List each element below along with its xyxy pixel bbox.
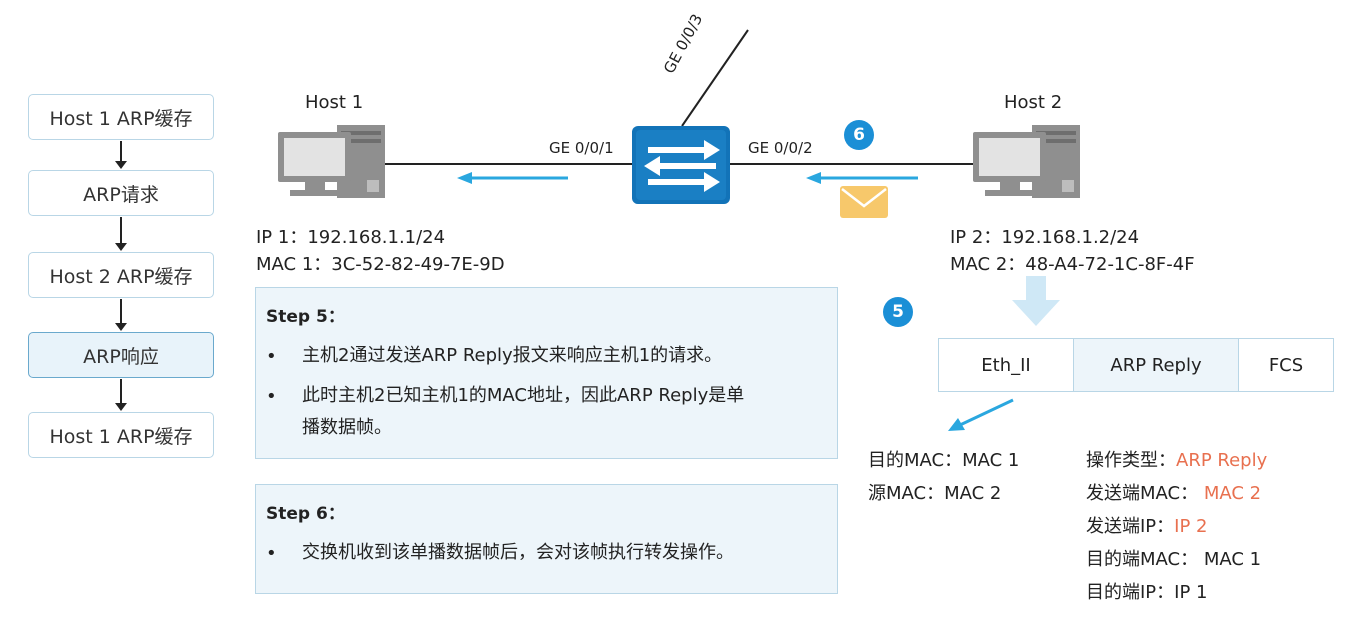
left-arrow-icon <box>806 172 918 184</box>
step5-bullet-2-cont: 播数据帧。 <box>302 417 392 438</box>
frame-arp-reply: ARP Reply <box>1073 338 1239 392</box>
flow-step-arp-reply: ARP响应 <box>28 332 214 378</box>
host2-ip: IP 2：192.168.1.2/24 <box>950 227 1140 248</box>
bullet-icon: • <box>266 346 277 367</box>
arp-op-label: 操作类型： <box>1086 450 1176 471</box>
flow-step-arp-request: ARP请求 <box>28 170 214 216</box>
diagonal-arrow-icon <box>948 398 1014 431</box>
arp-sip-value: IP 2 <box>1174 516 1208 537</box>
eth-src-mac: 源MAC：MAC 2 <box>868 483 1002 504</box>
host2-computer-icon <box>973 125 1080 198</box>
port-ge002: GE 0/0/2 <box>748 139 813 157</box>
host1-ip: IP 1：192.168.1.1/24 <box>256 227 446 248</box>
arp-op-value: ARP Reply <box>1176 450 1268 471</box>
bullet-icon: • <box>266 543 277 564</box>
host1-computer-icon <box>278 125 385 198</box>
step6-box: Step 6： • 交换机收到该单播数据帧后，会对该帧执行转发操作。 <box>255 484 838 594</box>
frame-fcs: FCS <box>1238 338 1334 392</box>
flow-arrow <box>115 379 127 411</box>
left-arrow-icon <box>457 172 568 184</box>
step5-bullet-2: 此时主机2已知主机1的MAC地址，因此ARP Reply是单 <box>302 385 745 406</box>
switch-icon <box>632 126 730 204</box>
flow-arrow <box>115 217 127 251</box>
host2-mac: MAC 2：48-A4-72-1C-8F-4F <box>950 254 1195 275</box>
step-5-badge: 5 <box>883 297 913 327</box>
step5-box: Step 5： • 主机2通过发送ARP Reply报文来响应主机1的请求。 •… <box>255 287 838 459</box>
port-ge001: GE 0/0/1 <box>549 139 614 157</box>
arp-target-ip: 目的端IP：IP 1 <box>1086 582 1208 603</box>
arp-op-type: 操作类型：ARP Reply <box>1086 446 1267 472</box>
arp-sender-ip: 发送端IP：IP 2 <box>1086 512 1208 538</box>
bullet-icon: • <box>266 386 277 407</box>
arp-smac-value: MAC 2 <box>1203 483 1262 504</box>
host2-name: Host 2 <box>1004 92 1063 113</box>
step5-bullet-1: 主机2通过发送ARP Reply报文来响应主机1的请求。 <box>302 345 723 366</box>
step5-title: Step 5： <box>266 307 345 327</box>
frame-eth-ii: Eth_II <box>938 338 1074 392</box>
link-uplink <box>681 29 749 127</box>
flow-step-host2-cache: Host 2 ARP缓存 <box>28 252 214 298</box>
flow-step-host1-cache-final: Host 1 ARP缓存 <box>28 412 214 458</box>
eth-dst-mac: 目的MAC：MAC 1 <box>868 450 1020 471</box>
envelope-icon <box>840 186 888 218</box>
step6-bullet-1: 交换机收到该单播数据帧后，会对该帧执行转发操作。 <box>302 542 734 563</box>
step-6-badge: 6 <box>844 120 874 150</box>
down-arrow-icon <box>1012 276 1060 326</box>
arp-target-mac: 目的端MAC： MAC 1 <box>1086 549 1262 570</box>
arp-sip-label: 发送端IP： <box>1086 516 1175 537</box>
flow-arrow <box>115 299 127 331</box>
host1-name: Host 1 <box>305 92 364 113</box>
flow-arrow <box>115 141 127 169</box>
step6-title: Step 6： <box>266 504 345 524</box>
host1-mac: MAC 1：3C-52-82-49-7E-9D <box>256 254 505 275</box>
arp-sender-mac: 发送端MAC： MAC 2 <box>1086 479 1261 505</box>
flow-step-host1-cache: Host 1 ARP缓存 <box>28 94 214 140</box>
arp-smac-label: 发送端MAC： <box>1086 483 1199 504</box>
